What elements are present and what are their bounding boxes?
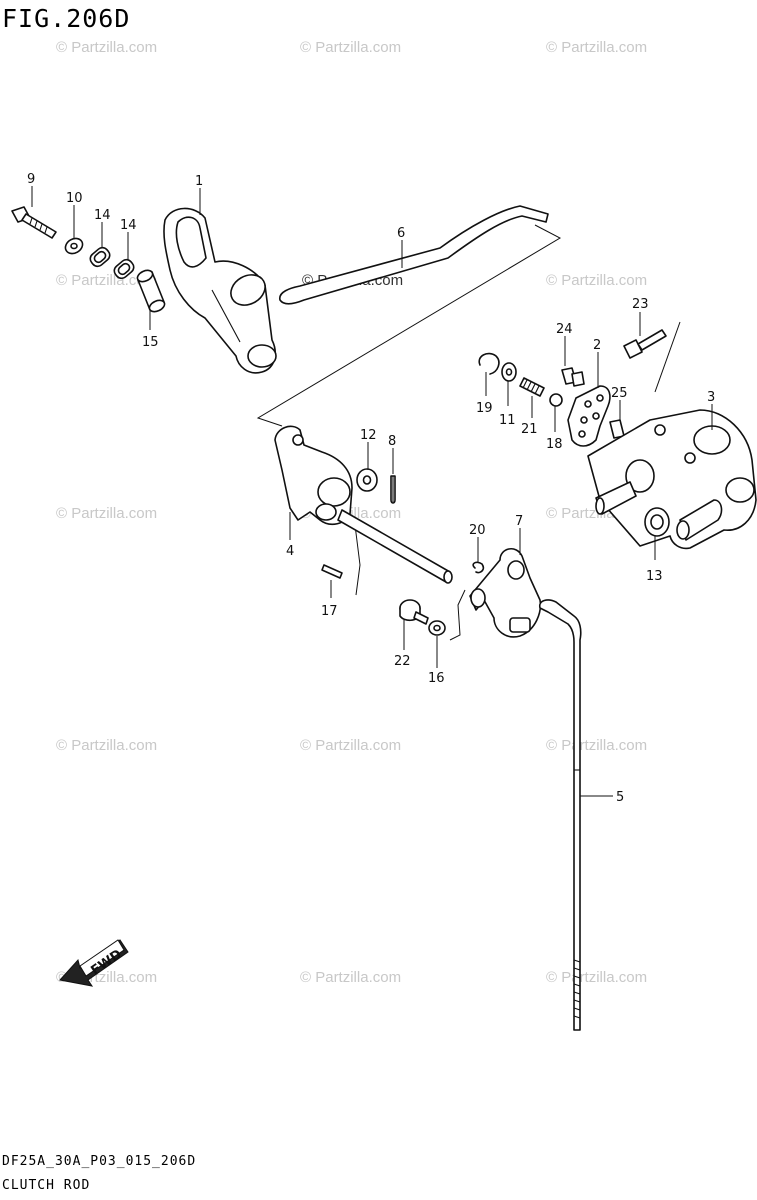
part-16-washer: [428, 620, 446, 636]
part-3-shift-housing: [587, 409, 757, 550]
callout-10: 10: [66, 191, 83, 206]
callout-2: 2: [593, 338, 601, 353]
part-23-bolt: [623, 329, 667, 359]
callout-24: 24: [556, 322, 573, 337]
part-19-circlip: [478, 352, 500, 375]
watermark: © Partzilla.com: [56, 505, 157, 522]
part-2-detent-plate: [567, 385, 611, 447]
part-6-rod: [279, 205, 549, 305]
callout-leaders: [31, 186, 713, 797]
watermark: © Partzilla.com: [300, 39, 401, 56]
watermark: © Partzilla.com: [300, 969, 401, 986]
part-11-washer: [501, 362, 517, 382]
callout-4: 4: [286, 544, 294, 559]
callout-9: 9: [27, 172, 35, 187]
fwd-arrow-icon: FWD: [59, 939, 129, 987]
part-24-bolt: [561, 367, 585, 387]
figure-title: FIG.206D: [2, 4, 131, 33]
figure-code: DF25A_30A_P03_015_206D: [2, 1154, 197, 1169]
part-4-shift-lever: [274, 425, 453, 584]
callout-23: 23: [632, 297, 649, 312]
part-18-ball: [549, 393, 563, 407]
callout-25: 25: [611, 386, 628, 401]
part-14-o-ring: [89, 246, 111, 268]
callout-22: 22: [394, 654, 411, 669]
watermark: © Partzilla.com: [56, 39, 157, 56]
part-22-bolt: [399, 599, 429, 625]
part-13-seal: [644, 507, 670, 537]
part-10-washer: [64, 237, 84, 255]
callout-3: 3: [707, 390, 715, 405]
callout-8: 8: [388, 434, 396, 449]
callout-5: 5: [616, 790, 624, 805]
callout-15: 15: [142, 335, 159, 350]
part-17-pin: [321, 564, 343, 579]
part-14-o-ring: [113, 258, 135, 280]
part-12-washer: [356, 468, 378, 492]
callout-6: 6: [397, 226, 405, 241]
watermark-grid: © Partzilla.com © Partzilla.com © Partzi…: [56, 39, 647, 986]
callout-labels: 9 10 14 14 15 1 6 12 8 4 17 2 23 24 19 1…: [27, 172, 715, 805]
callout-20: 20: [469, 523, 486, 538]
part-8-cotter-pin: [390, 475, 396, 504]
part-1-clutch-lever: [163, 207, 277, 374]
part-20-clip: [472, 561, 485, 574]
part-21-spring: [519, 377, 545, 397]
callout-18: 18: [546, 437, 563, 452]
callout-14: 14: [94, 208, 111, 223]
watermark: © Partzilla.com: [56, 272, 157, 289]
callout-16: 16: [428, 671, 445, 686]
callout-19: 19: [476, 401, 493, 416]
callout-7: 7: [515, 514, 523, 529]
assembly-guide-lines: [256, 224, 681, 641]
part-25-pin: [609, 419, 625, 439]
callout-17: 17: [321, 604, 338, 619]
callout-13: 13: [646, 569, 663, 584]
watermark: © Partzilla.com: [56, 737, 157, 754]
part-5-clutch-rod: [538, 599, 582, 1031]
watermark: © Partzilla.com: [546, 737, 647, 754]
callout-21: 21: [521, 422, 538, 437]
callout-12: 12: [360, 428, 377, 443]
part-7-shift-arm: [469, 548, 542, 638]
callout-11: 11: [499, 413, 516, 428]
watermark: © Partzilla.com: [546, 969, 647, 986]
callout-14: 14: [120, 218, 137, 233]
part-15-bushing: [136, 269, 166, 313]
part-9-bolt: [11, 206, 57, 239]
watermark: © Partzilla.com: [546, 272, 647, 289]
callout-1: 1: [195, 174, 203, 189]
watermark: © Partzilla.com: [546, 39, 647, 56]
figure-name: CLUTCH ROD: [2, 1178, 91, 1193]
watermark: © Partzilla.com: [300, 737, 401, 754]
